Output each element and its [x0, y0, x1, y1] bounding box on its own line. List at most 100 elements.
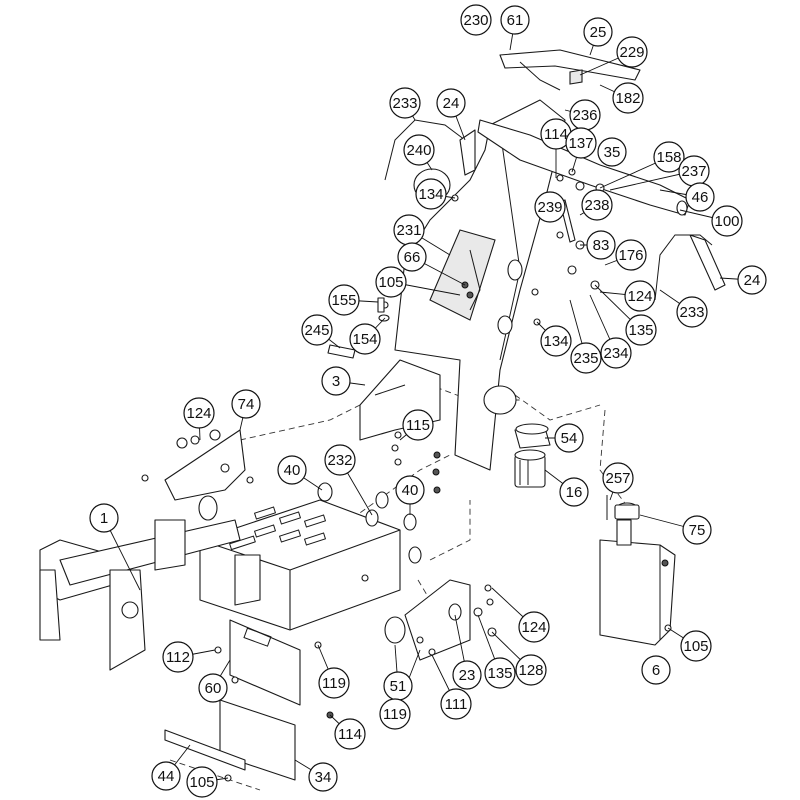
callout-number: 245	[304, 322, 329, 339]
callout-number: 6	[652, 662, 660, 679]
callout-257: 257	[602, 462, 634, 494]
callout-number: 40	[402, 482, 419, 499]
fuel-tank	[599, 495, 676, 646]
callout-number: 3	[332, 373, 340, 390]
callout-number: 230	[463, 12, 488, 29]
callout-134: 134	[415, 178, 447, 210]
callout-number: 60	[205, 680, 222, 697]
callout-balloon	[540, 325, 572, 357]
bolts-group	[361, 431, 441, 582]
callout-number: 24	[443, 95, 460, 112]
callout-number: 51	[390, 678, 407, 695]
callout-135: 135	[625, 314, 657, 346]
callout-number: 66	[404, 249, 421, 266]
callout-number: 124	[521, 619, 546, 636]
callout-number: 100	[714, 213, 739, 230]
callout-24: 24	[737, 265, 767, 295]
callout-232: 232	[324, 444, 356, 476]
callout-61: 61	[500, 5, 530, 35]
callout-number: 234	[603, 345, 628, 362]
callout-230: 230	[460, 4, 492, 36]
callout-number: 239	[537, 199, 562, 216]
callout-balloon	[375, 266, 407, 298]
callout-124: 124	[624, 280, 656, 312]
callout-60: 60	[198, 673, 228, 703]
callout-balloon	[151, 761, 181, 791]
callout-balloon	[565, 127, 597, 159]
callout-balloon	[328, 284, 360, 316]
callout-balloon	[641, 655, 671, 685]
callout-number: 229	[619, 44, 644, 61]
callout-balloon	[570, 342, 602, 374]
callout-number: 83	[593, 237, 610, 254]
callout-balloon	[395, 475, 425, 505]
callout-balloon	[624, 280, 656, 312]
callout-balloon	[460, 4, 492, 36]
callout-balloon	[318, 667, 350, 699]
callout-105: 105	[186, 766, 218, 798]
callout-112: 112	[162, 641, 194, 673]
callout-number: 105	[378, 274, 403, 291]
callout-135: 135	[484, 657, 516, 689]
callout-35: 35	[597, 137, 627, 167]
callout-75: 75	[682, 515, 712, 545]
callout-number: 135	[628, 322, 653, 339]
callout-128: 128	[515, 654, 547, 686]
callout-balloon	[559, 477, 589, 507]
callout-124: 124	[518, 611, 550, 643]
callout-number: 257	[605, 470, 630, 487]
callout-balloon	[324, 444, 356, 476]
callout-40: 40	[277, 455, 307, 485]
callout-124: 124	[183, 397, 215, 429]
callout-balloon	[379, 698, 411, 730]
right-side-bracket	[384, 579, 497, 661]
callout-23: 23	[452, 660, 482, 690]
pivot-washers	[317, 482, 422, 564]
callout-235: 235	[570, 342, 602, 374]
callout-number: 111	[445, 696, 468, 713]
callout-number: 16	[566, 484, 583, 501]
callout-number: 154	[352, 331, 377, 348]
callout-number: 158	[656, 149, 681, 166]
misc-small-parts	[327, 297, 390, 359]
callout-number: 46	[692, 189, 709, 206]
callout-number: 155	[331, 292, 356, 309]
callout-240: 240	[403, 134, 435, 166]
callout-119: 119	[379, 698, 411, 730]
callout-balloon	[680, 630, 712, 662]
callout-44: 44	[151, 761, 181, 791]
callout-182: 182	[612, 82, 644, 114]
callout-balloon	[518, 611, 550, 643]
callout-229: 229	[616, 36, 648, 68]
callout-balloon	[389, 87, 421, 119]
callout-balloon	[602, 462, 634, 494]
front-plates	[164, 619, 334, 782]
callout-115: 115	[402, 409, 434, 441]
callout-119: 119	[318, 667, 350, 699]
cable-right	[654, 234, 713, 301]
main-chassis	[39, 499, 401, 671]
callout-balloon	[612, 82, 644, 114]
callout-balloon	[597, 137, 627, 167]
callout-balloon	[231, 389, 261, 419]
callout-number: 35	[604, 144, 621, 161]
callout-66: 66	[397, 242, 427, 272]
callout-number: 114	[544, 126, 568, 143]
callout-balloon	[349, 323, 381, 355]
callout-number: 54	[561, 430, 578, 447]
callout-3: 3	[321, 366, 351, 396]
callout-number: 105	[683, 638, 708, 655]
callout-balloon	[625, 314, 657, 346]
callout-number: 236	[572, 107, 597, 124]
callout-balloon	[534, 191, 566, 223]
callout-balloon	[440, 688, 472, 720]
callout-number: 23	[459, 667, 476, 684]
callout-40: 40	[395, 475, 425, 505]
callout-6: 6	[641, 655, 671, 685]
callout-105: 105	[680, 630, 712, 662]
callout-number: 233	[679, 304, 704, 321]
callout-137: 137	[565, 127, 597, 159]
callout-237: 237	[678, 155, 710, 187]
